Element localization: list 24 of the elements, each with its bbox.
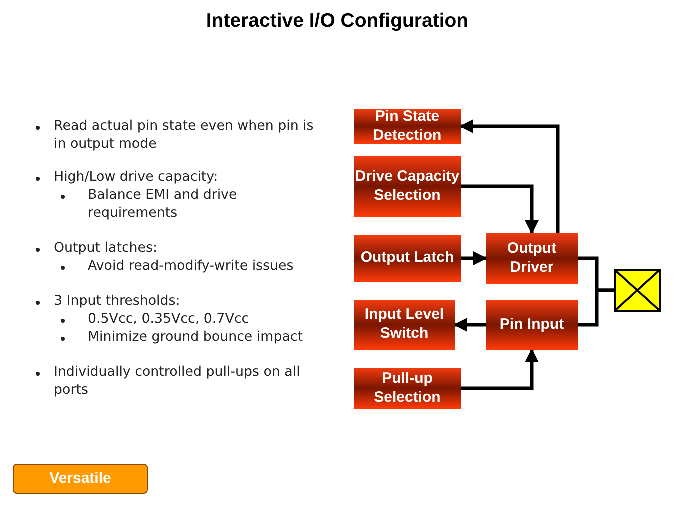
bullet-text: Individually controlled pull-ups on all ports	[54, 364, 302, 400]
bullet-text: 0.5Vcc, 0.35Vcc, 0.7Vcc	[88, 311, 250, 329]
bullet-text: Minimize ground bounce impact	[88, 329, 304, 347]
process-box: Input Level Switch	[354, 300, 455, 350]
arrow	[461, 348, 539, 390]
arrow	[461, 184, 539, 234]
process-box: Pull-up Selection	[354, 368, 461, 409]
bullet-text: 3 Input thresholds:	[54, 293, 182, 311]
title: Interactive I/O Configuration	[205, 10, 470, 33]
versatile-badge: Versatile	[13, 464, 148, 494]
bullet-text: Read actual pin state even when pin is in output mode	[54, 118, 315, 154]
process-box: Output Latch	[354, 235, 461, 282]
bullet-text: Output latches:	[54, 240, 159, 258]
arrow	[461, 252, 488, 266]
arrow	[454, 318, 486, 332]
bullet-text: Balance EMI and drive requirements	[88, 187, 238, 223]
arrow	[460, 120, 560, 233]
process-box: Pin State Detection	[354, 109, 461, 144]
process-box: Output Driver	[486, 233, 578, 284]
pin-symbol	[614, 269, 661, 312]
bullet-text: High/Low drive capacity:	[54, 169, 220, 187]
process-box: Drive Capacity Selection	[354, 156, 461, 217]
bullet-text: Avoid read-modify-write issues	[88, 258, 295, 276]
process-box: Pin Input	[486, 300, 578, 350]
